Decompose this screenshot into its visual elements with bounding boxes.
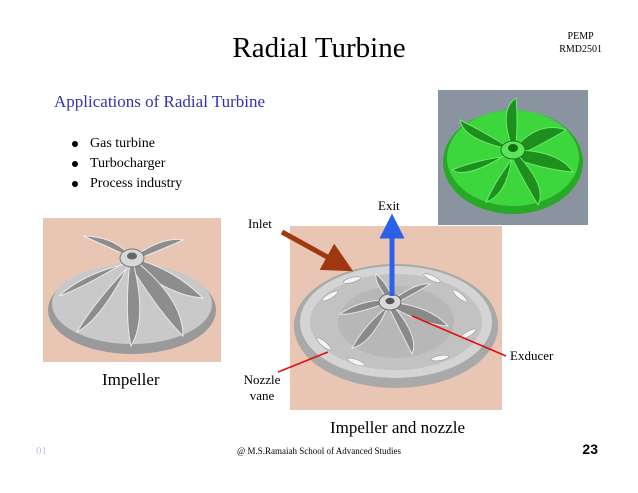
footer-slide-code: 01	[36, 445, 47, 457]
exducer-pointer	[411, 315, 507, 357]
course-code-line2: RMD2501	[559, 44, 602, 55]
bullet-icon	[72, 181, 78, 187]
nozzle-vane-label: Nozzle vane	[243, 372, 281, 403]
inlet-arrow	[280, 229, 354, 272]
course-code-line1: PEMP	[567, 31, 594, 42]
green-impeller-image	[438, 90, 588, 225]
footer-institution: @ M.S.Ramaiah School of Advanced Studies	[236, 446, 402, 456]
impeller-nozzle-image	[290, 226, 502, 410]
bullet-icon	[72, 141, 78, 147]
exducer-label: Exducer	[510, 348, 554, 363]
list-item: Gas turbine	[72, 134, 182, 154]
section-subtitle: Applications of Radial Turbine	[54, 92, 266, 111]
applications-list: Gas turbine Turbocharger Process industr…	[72, 134, 182, 194]
inlet-label: Inlet	[248, 216, 272, 231]
list-item: Process industry	[72, 174, 182, 194]
impeller-nozzle-caption: Impeller and nozzle	[330, 418, 465, 437]
course-code: PEMP RMD2501	[559, 30, 602, 56]
page-number: 23	[582, 441, 598, 457]
list-item: Turbocharger	[72, 154, 182, 174]
nozzle-vane-pointer	[277, 351, 329, 373]
bullet-icon	[72, 161, 78, 167]
impeller-image	[43, 218, 221, 362]
slide-title: Radial Turbine	[232, 32, 406, 64]
impeller-caption: Impeller	[102, 370, 160, 389]
exit-label: Exit	[378, 198, 400, 213]
